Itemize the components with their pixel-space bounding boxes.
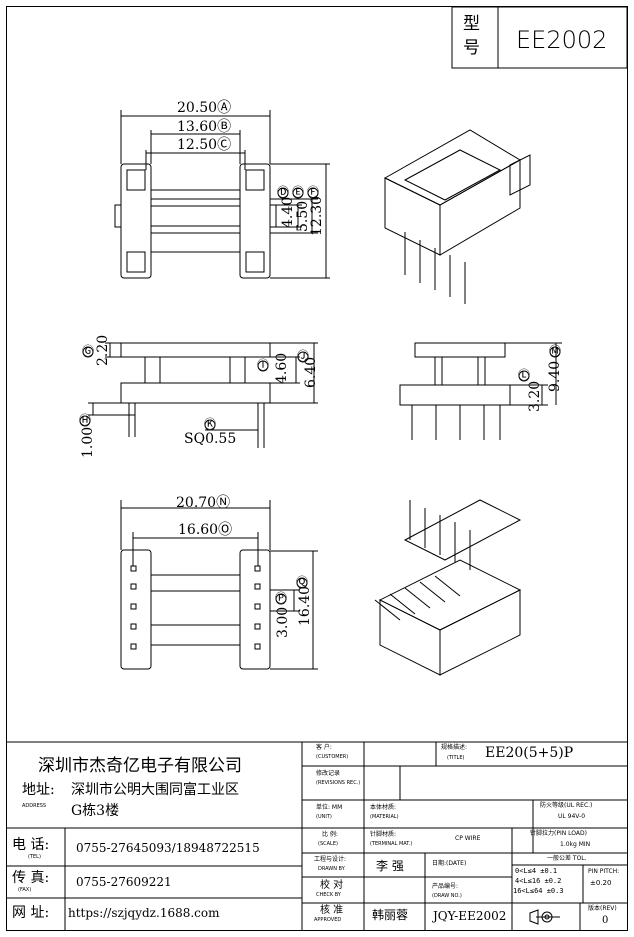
dim-m-value: 9.40: [547, 360, 563, 392]
date-label: 日期:(DATE): [432, 860, 467, 867]
projection-symbol: [529, 909, 560, 925]
type-label-bottom: 号: [463, 38, 480, 58]
dim-m-marker: Ⓜ: [549, 344, 562, 358]
pin-pitch-label: PIN PITCH:: [588, 868, 620, 875]
top-view: [114, 110, 330, 279]
dim-l-marker: Ⓛ: [518, 368, 531, 382]
scale-label: 比 例:: [322, 831, 338, 838]
drawing-number-label: 产品编号:: [432, 883, 459, 890]
web-label: 网 址:: [12, 905, 50, 921]
dim-b: 13.60Ⓑ: [177, 119, 232, 135]
pin-load-value: 1.0kg MIN: [560, 841, 591, 848]
dim-f-marker: Ⓕ: [307, 185, 320, 199]
dim-e-marker: Ⓔ: [292, 185, 305, 199]
revision-value: 0: [602, 915, 609, 926]
material-label-en: (MATERIAL): [370, 814, 399, 820]
dim-d-marker: Ⓓ: [277, 185, 290, 199]
dim-k-marker: Ⓚ: [204, 417, 217, 431]
pin-load-label: 针脚拉力(PIN LOAD): [530, 830, 587, 837]
fire-rating-value: UL 94V-0: [558, 813, 586, 820]
dim-h-marker: Ⓗ: [79, 413, 92, 427]
tolerance-row-3: 16<L≤64 ±0.3: [513, 887, 564, 895]
iso-view-bottom: [374, 499, 522, 676]
bottom-view: [120, 500, 318, 670]
company-name: 深圳市杰奇亿电子有限公司: [38, 756, 242, 776]
dim-j-value: 6.40: [303, 356, 319, 388]
revision-label: 版本(REV): [588, 905, 617, 912]
drawn-by-label-en: DRAWN BY: [318, 866, 345, 872]
dim-j-marker: Ⓙ: [297, 349, 310, 363]
revision-record-label-en: (REVISIONS REC.): [316, 780, 361, 786]
dim-f-value: 12.30: [309, 195, 325, 236]
dim-h-value: 1.00: [80, 426, 96, 458]
side-view: [79, 342, 318, 448]
terminal-value: CP WIRE: [455, 835, 481, 842]
dim-c: 12.50Ⓒ: [177, 137, 232, 153]
title-block-grid: [6, 741, 628, 931]
dim-g-value: 2.20: [95, 334, 111, 366]
unit-label-en: (UNIT): [316, 814, 332, 820]
revision-record-label: 修改记录: [316, 770, 341, 777]
terminal-label-en: (TERMINAL MAT.): [370, 841, 413, 847]
dim-e-value: 5.50: [295, 200, 311, 232]
approved-by-label-en: APPROVED: [314, 917, 342, 923]
check-by-label-en: CHECK BY: [316, 892, 341, 898]
spec-label: 规格描述:: [441, 744, 468, 751]
model-number: EE2002: [516, 26, 608, 54]
web-value[interactable]: https://szjqydz.1688.com: [68, 906, 220, 920]
dim-g-marker: Ⓖ: [82, 344, 95, 358]
tel-label: 电 话:: [12, 837, 50, 853]
tolerance-row-2: 4<L≤16 ±0.2: [515, 877, 562, 885]
tolerance-row-1: 0<L≤4 ±0.1: [515, 867, 558, 875]
check-by-label: 校 对: [320, 880, 344, 891]
model-box: [451, 6, 628, 69]
iso-view-top: [383, 129, 531, 304]
drawing-frame: [6, 6, 628, 931]
dim-p-value: 3.00: [275, 606, 291, 638]
address-line-2: G栋3楼: [71, 803, 120, 819]
approved-by-label: 核 准: [320, 905, 344, 916]
end-view: [399, 342, 562, 440]
tel-value: 0755-27645093/18948722515: [76, 841, 260, 855]
dim-o: 16.60Ⓞ: [178, 522, 233, 538]
spec-value: EE20(5+5)P: [485, 745, 574, 761]
fax-label-en: (FAX): [18, 887, 32, 893]
fire-rating-label: 防火等级(UL REC.): [540, 802, 593, 809]
pin-pitch-value: ±0.20: [590, 879, 612, 887]
dim-l-value: 3.20: [527, 380, 543, 412]
customer-label: 客 户:: [316, 744, 332, 751]
dim-a: 20.50Ⓐ: [177, 100, 232, 116]
dim-i-marker: Ⓘ: [257, 358, 270, 372]
address-label-en: ADDRESS: [22, 803, 47, 809]
customer-label-en: (CUSTOMER): [316, 754, 349, 760]
dim-q-marker: Ⓠ: [296, 575, 309, 589]
drawn-by-label: 工程与设计:: [314, 856, 347, 863]
dim-q-value: 16.40: [297, 585, 313, 626]
unit-label: 单位: MM: [316, 804, 343, 811]
dim-i-value: 4.60: [274, 352, 290, 384]
tolerance-title: 一般公差 TOL.: [547, 855, 587, 862]
dim-p-marker: Ⓟ: [275, 591, 288, 605]
dim-d-value: 4.40: [280, 196, 296, 228]
material-label: 本体材质:: [370, 804, 397, 811]
drawing-number-value: JQY-EE2002: [433, 909, 507, 923]
dim-n: 20.70Ⓝ: [176, 495, 231, 511]
dim-k-value: SQ0.55: [184, 431, 237, 447]
spec-label-en: (TITLE): [447, 755, 465, 761]
terminal-label: 针脚材质:: [370, 831, 397, 838]
address-line-1: 深圳市公明大围同富工业区: [71, 782, 239, 798]
scale-label-en: (SCALE): [318, 841, 338, 847]
drawing-number-label-en: (DRAW NO.): [432, 893, 462, 899]
tel-label-en: (TEL): [28, 854, 41, 860]
drawn-by-value: 李 强: [376, 859, 404, 873]
address-label: 地址:: [22, 782, 55, 798]
approved-by-value: 韩丽蓉: [372, 908, 409, 922]
type-label-top: 型: [463, 14, 480, 34]
fax-label: 传 真:: [12, 870, 50, 886]
fax-value: 0755-27609221: [76, 875, 172, 889]
